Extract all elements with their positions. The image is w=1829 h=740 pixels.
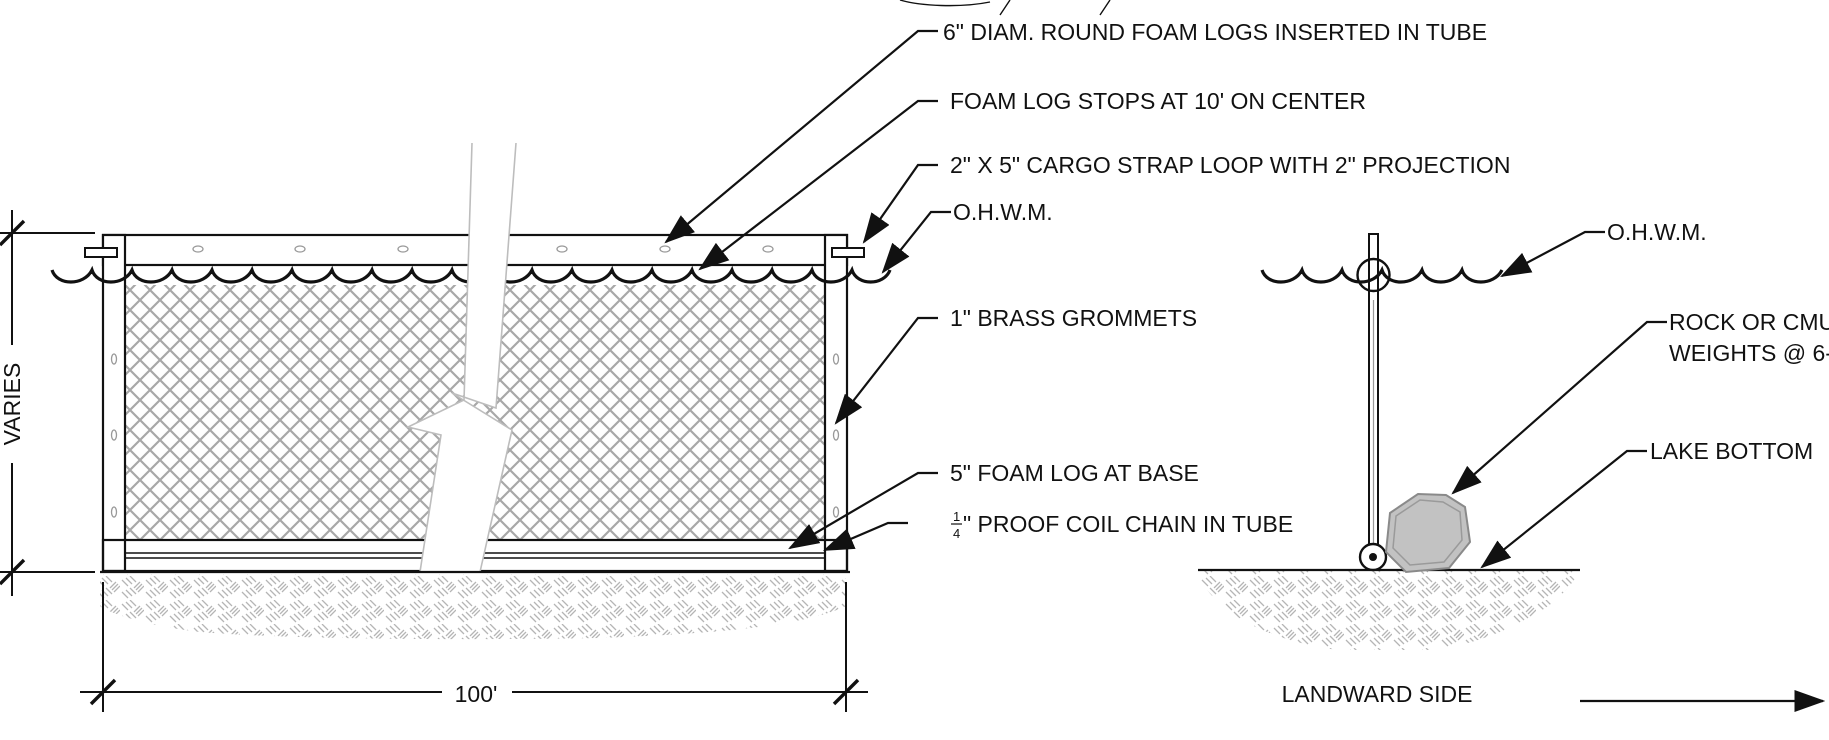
left-edge-tube xyxy=(101,233,127,573)
fraction-denominator: 4 xyxy=(953,526,960,541)
callout-base-log: 5" FOAM LOG AT BASE xyxy=(950,460,1199,486)
brass-grommets xyxy=(110,353,840,518)
width-dimension xyxy=(80,582,868,712)
leader-lines xyxy=(664,29,1826,712)
top-edge-remnants xyxy=(899,0,1111,16)
cargo-strap-right xyxy=(831,247,865,258)
callout-lake-bottom: LAKE BOTTOM xyxy=(1650,438,1813,464)
cargo-strap-left xyxy=(84,247,118,258)
curtain-section xyxy=(1198,233,1580,650)
fraction-numerator: 1 xyxy=(953,509,960,524)
callout-ohwm-right: O.H.W.M. xyxy=(1607,219,1707,245)
curtain-elevation xyxy=(50,142,892,640)
height-dimension xyxy=(0,210,95,596)
rock-anchor-weight xyxy=(1384,492,1472,574)
ground-hatch-right xyxy=(1198,570,1580,650)
callout-rock-line2: WEIGHTS @ 6-1 xyxy=(1669,340,1829,366)
section-water-line xyxy=(1260,265,1504,284)
callout-chain: " PROOF COIL CHAIN IN TUBE xyxy=(963,511,1293,537)
callout-chain-fraction: 1 4 xyxy=(951,509,962,541)
callout-log-stops: FOAM LOG STOPS AT 10' ON CENTER xyxy=(950,88,1366,114)
callout-grommets: 1" BRASS GROMMETS xyxy=(950,305,1197,331)
foam-log-stops xyxy=(192,245,774,253)
callout-ohwm-left: O.H.W.M. xyxy=(953,199,1053,225)
landward-side-label: LANDWARD SIDE xyxy=(1282,681,1473,707)
break-line xyxy=(408,143,516,572)
width-dimension-label: 100' xyxy=(455,681,498,707)
section-float-log xyxy=(1356,257,1391,293)
height-dimension-label: VARIES xyxy=(0,363,25,446)
ground-hatch-left xyxy=(100,574,846,640)
callout-foam-logs: 6" DIAM. ROUND FOAM LOGS INSERTED IN TUB… xyxy=(943,19,1487,45)
callout-rock-line1: ROCK OR CMU A xyxy=(1669,309,1829,335)
callout-cargo-strap: 2" X 5" CARGO STRAP LOOP WITH 2" PROJECT… xyxy=(950,152,1510,178)
